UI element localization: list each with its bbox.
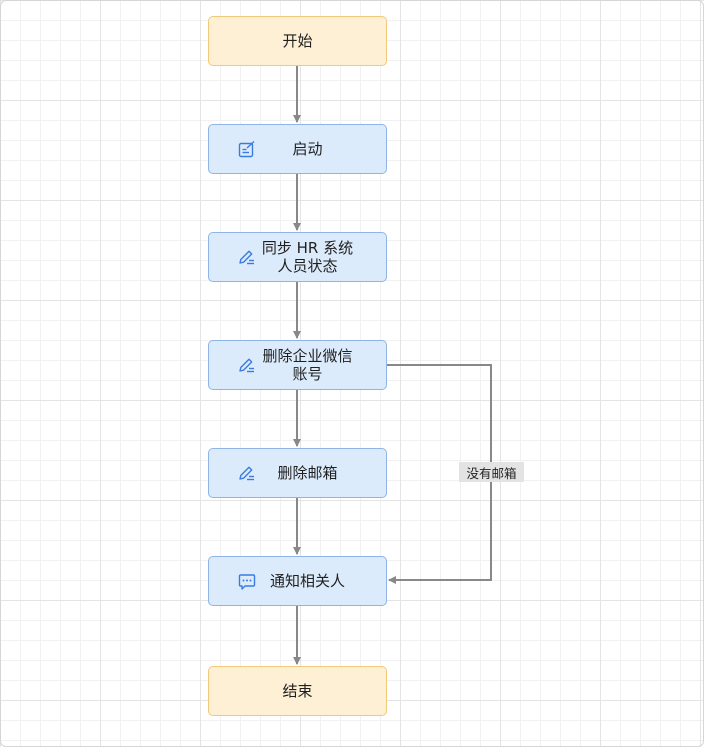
node-launch[interactable]: 启动 [208,124,387,174]
node-delete-wecom-label: 删除企业微信 账号 [262,347,353,383]
node-launch-label: 启动 [292,140,323,158]
node-delete-wecom[interactable]: 删除企业微信 账号 [208,340,387,390]
node-end-label: 结束 [282,682,313,700]
pencil-icon [239,358,254,373]
node-delete-mail-label: 删除邮箱 [277,464,338,482]
node-start[interactable]: 开始 [208,16,387,66]
edge-label-no-mailbox: 没有邮箱 [459,462,524,482]
node-delete-mail[interactable]: 删除邮箱 [208,448,387,498]
node-notify[interactable]: 通知相关人 [208,556,387,606]
node-sync-label: 同步 HR 系统 人员状态 [261,239,354,275]
pencil-icon [239,466,254,481]
node-sync[interactable]: 同步 HR 系统 人员状态 [208,232,387,282]
chat-bubble-icon [238,574,256,590]
form-edit-icon [238,140,255,158]
pencil-icon [239,250,254,265]
node-start-label: 开始 [282,32,313,50]
node-notify-label: 通知相关人 [269,572,345,590]
node-end[interactable]: 结束 [208,666,387,716]
